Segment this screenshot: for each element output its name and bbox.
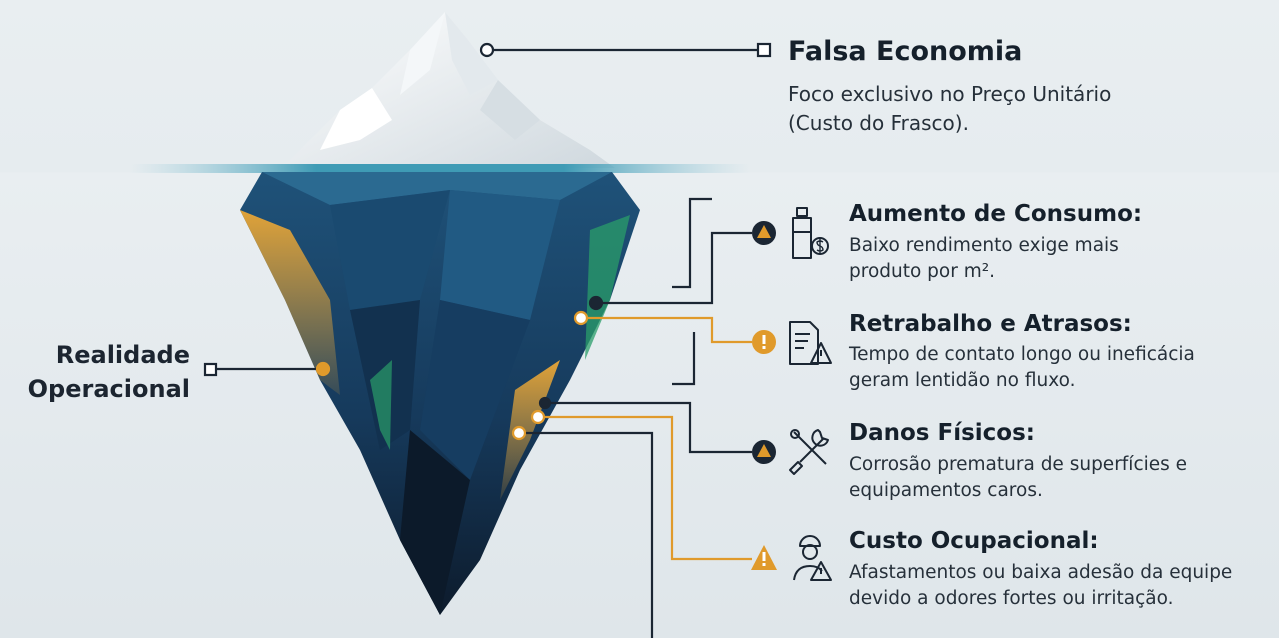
warning-marker-3 (752, 440, 776, 464)
falsa-economia-desc: Foco exclusivo no Preço Unitário (Custo … (788, 80, 1208, 138)
side-end-square (203, 362, 218, 377)
item-markers (751, 221, 777, 570)
water-surface (130, 164, 750, 173)
item-desc-aumento-consumo: Baixo rendimento exige mais produto por … (849, 233, 1119, 285)
falsa-economia-desc-line1: Foco exclusivo no Preço Unitário (788, 82, 1112, 106)
item-desc-line1: Baixo rendimento exige mais (849, 235, 1119, 256)
iceberg-tip (282, 12, 615, 168)
warning-marker-4 (751, 545, 777, 570)
side-label-line1: Realidade (55, 341, 190, 369)
item-title-danos-fisicos: Danos Físicos: (849, 420, 1035, 446)
side-label-line2: Operacional (27, 375, 190, 403)
item-desc-line1: Tempo de contato longo ou ineficácia (849, 344, 1195, 365)
bottle-dollar-icon (792, 207, 829, 259)
item-desc-line1: Corrosão prematura de superfícies e (849, 454, 1188, 475)
item-title-aumento-consumo: Aumento de Consumo: (849, 201, 1143, 227)
item-title-retrabalho-atrasos: Retrabalho e Atrasos: (849, 311, 1132, 337)
worker-warning-icon (793, 535, 832, 581)
item-desc-line1: Afastamentos ou baixa adesão da equipe (849, 562, 1233, 583)
falsa-economia-title: Falsa Economia (788, 36, 1023, 67)
connector-lines (203, 42, 772, 638)
realidade-operacional-label: Realidade Operacional (10, 338, 190, 406)
tools-icon (789, 429, 829, 475)
item-desc-line2: geram lentidão no fluxo. (849, 370, 1076, 391)
warning-marker-1 (752, 221, 776, 245)
falsa-economia-desc-line2: (Custo do Frasco). (788, 111, 969, 135)
item-desc-line2: devido a odores fortes ou irritação. (849, 588, 1174, 609)
item-desc-line2: produto por m². (849, 261, 996, 282)
side-point-marker (315, 361, 331, 377)
item-title-custo-ocupacional: Custo Ocupacional: (849, 528, 1099, 554)
warning-marker-2 (752, 330, 776, 354)
item-desc-danos-fisicos: Corrosão prematura de superfícies e equi… (849, 452, 1187, 504)
top-point-marker (479, 42, 495, 58)
item-desc-custo-ocupacional: Afastamentos ou baixa adesão da equipe d… (849, 560, 1232, 612)
iceberg-underwater (240, 172, 640, 615)
item-desc-line2: equipamentos caros. (849, 480, 1043, 501)
top-end-square (756, 42, 772, 58)
document-warning-icon (789, 321, 832, 365)
item-desc-retrabalho-atrasos: Tempo de contato longo ou ineficácia ger… (849, 342, 1195, 394)
